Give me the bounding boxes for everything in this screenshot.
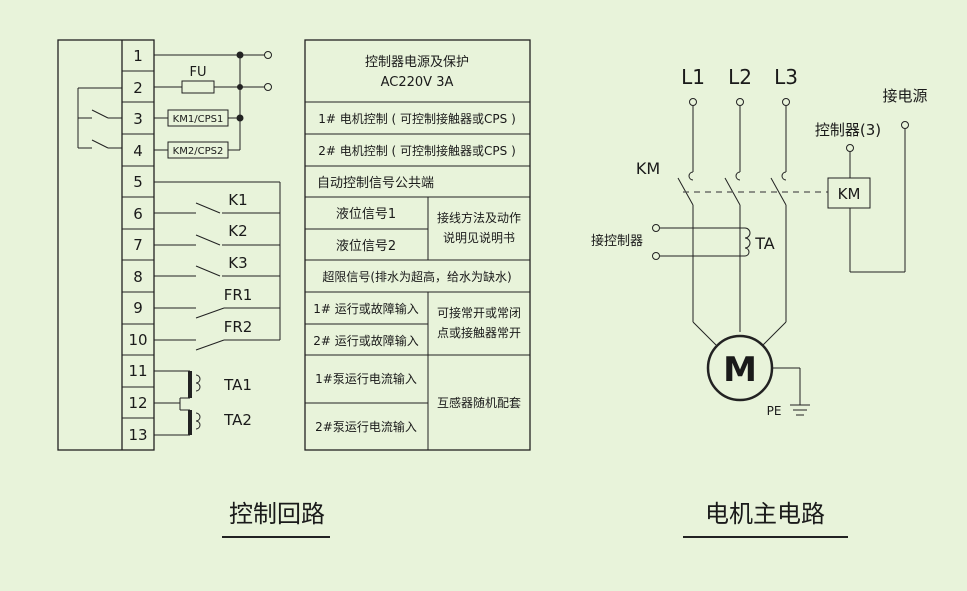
fr2-label: FR2 [224,318,253,336]
k3-label: K3 [228,254,247,272]
control-loop-title: 控制回路 [229,500,325,528]
k1-label: K1 [228,191,247,209]
level-signal-1-label: 液位信号1 [336,207,396,222]
current-transformer-label: TA [754,234,775,253]
terminal-number: 4 [133,142,143,160]
motor-main-circuit [652,98,909,416]
terminal-number: 9 [133,299,143,317]
to-controller-label: 接控制器 [591,233,643,249]
motor2-control-label: 2# 电机控制 ( 可控制接触器或CPS ) [318,143,516,158]
power-wiring [154,51,272,159]
contact-note-line1: 可接常开或常闭 [437,305,521,320]
fr1-label: FR1 [224,286,253,304]
run-fault-input-1-label: 1# 运行或故障输入 [313,301,419,316]
description-table [304,39,531,451]
power-rating-label: AC220V 3A [381,75,454,90]
power-protection-label: 控制器电源及保护 [365,55,469,70]
km1-coil-label: KM1/CPS1 [173,114,224,125]
phase-l2-label: L2 [728,65,752,89]
k2-label: K2 [228,222,247,240]
terminal-number: 7 [133,236,143,254]
signal-switches [154,181,281,351]
controller-terminal-label: 控制器(3) [815,121,881,139]
terminal-number: 13 [128,426,147,444]
run-fault-input-2-label: 2# 运行或故障输入 [313,333,419,348]
power-supply-label: 接电源 [882,87,927,105]
pump2-current-input-label: 2#泵运行电流输入 [315,419,417,434]
protective-earth-label: PE [767,404,782,418]
phase-l3-label: L3 [774,65,798,89]
terminal-number: 10 [128,331,147,349]
phase-l1-label: L1 [681,65,705,89]
wiring-note-line2: 说明见说明书 [443,230,515,245]
motor-main-circuit-title: 电机主电路 [705,500,825,528]
terminal-number: 2 [133,79,143,97]
limit-signal-label: 超限信号(排水为超高，给水为缺水) [322,269,511,284]
ta2-label: TA2 [223,411,252,429]
current-transformers [154,370,201,436]
ta1-label: TA1 [223,376,252,394]
terminal-number: 6 [133,205,143,223]
terminal-number: 11 [128,362,147,380]
contactor-coil-label: KM [838,185,861,203]
km2-coil-label: KM2/CPS2 [173,146,224,157]
terminal-number: 12 [128,394,147,412]
signal-common-label: 自动控制信号公共端 [317,176,434,191]
level-signal-2-label: 液位信号2 [336,239,396,254]
terminal-strip: 1 2 3 4 5 6 7 8 9 10 11 12 13 [122,47,154,444]
contactor-label: KM [636,159,660,178]
terminal-number: 3 [133,110,143,128]
contact-note-line2: 点或接触器常开 [437,325,521,340]
transformer-note-label: 互感器随机配套 [437,395,521,410]
motor1-control-label: 1# 电机控制 ( 可控制接触器或CPS ) [318,111,516,126]
terminal-number: 5 [133,173,143,191]
wiring-note-line1: 接线方法及动作 [437,210,521,225]
terminal-number: 1 [133,47,143,65]
pump1-current-input-label: 1#泵运行电流输入 [315,371,417,386]
internal-relay-contacts [77,87,122,149]
motor-label: M [723,350,757,390]
fuse-label: FU [190,65,207,80]
terminal-number: 8 [133,268,143,286]
